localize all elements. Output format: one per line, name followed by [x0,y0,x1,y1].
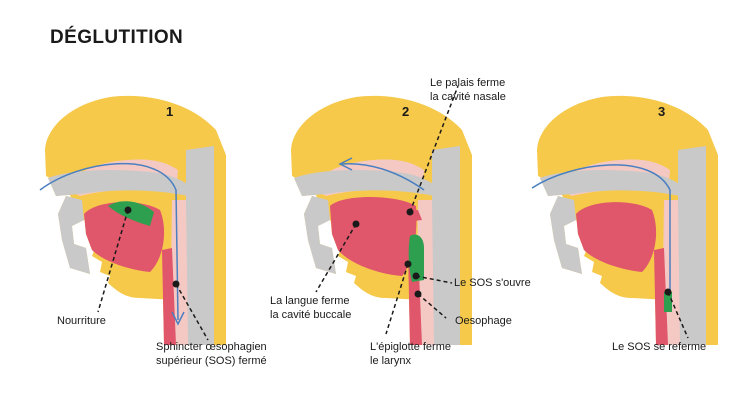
page-title: DÉGLUTITION [50,27,184,48]
panel-3 [531,95,718,345]
panel-number-2: 2 [402,104,410,119]
label-sos-ferme: Sphincter œsophagien supérieur (SOS) fer… [156,341,267,367]
panel-number-1: 1 [166,104,174,119]
panel-1 [39,95,226,345]
food-bolus [408,234,424,282]
label-oesophage: Oesophage [455,315,512,327]
panel-number-3: 3 [658,104,666,119]
label-palais: Le palais ferme la cavité nasale [430,77,506,103]
label-langue: La langue ferme la cavité buccale [270,295,352,321]
food-path-arrow [531,164,671,290]
food-bolus [108,201,154,226]
food-path-arrow [39,163,179,321]
label-nourriture: Nourriture [57,315,106,327]
blocked-nasal-arrow [341,162,425,191]
label-sos-ouvre: Le SOS s'ouvre [454,277,531,289]
label-epiglotte: L'épiglotte ferme le larynx [370,341,451,367]
food-bolus [664,292,672,312]
label-sos-referme: Le SOS se referme [612,341,707,353]
panel-2 [291,85,472,345]
